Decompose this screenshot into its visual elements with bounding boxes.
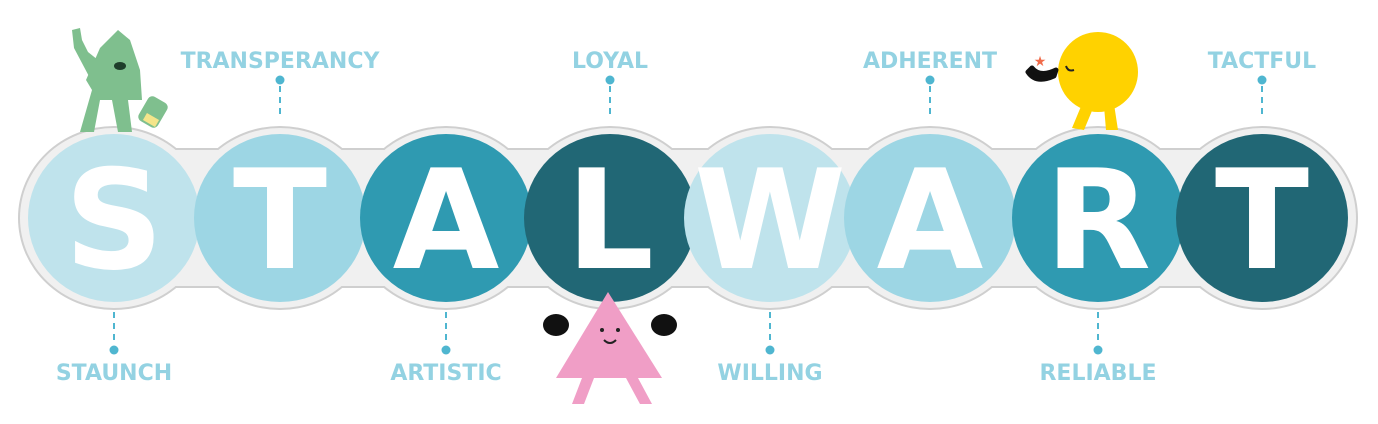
connector-dot [1257,75,1267,85]
connector-dot [605,75,615,85]
letter-glyph: A [877,140,984,301]
yellow-circle-character-icon: ★ [1025,32,1138,130]
connector-dot [275,75,285,85]
letter-circle-fill [524,134,696,302]
label-staunch: STAUNCH [56,312,172,386]
connector-dot [765,345,775,355]
letter-circle-fill [844,134,1016,302]
trait-label: ARTISTIC [390,361,501,386]
label-loyal: LOYAL [572,49,648,118]
trait-label: STAUNCH [56,361,172,386]
letter-circle-a: A [360,134,532,302]
pink-triangle-character-icon [543,292,677,404]
letter-glyph: R [1045,140,1151,301]
trait-label: ADHERENT [863,49,997,74]
label-transperancy: TRANSPERANCY [181,49,381,118]
letter-glyph: W [694,140,846,301]
trait-label: WILLING [717,361,822,386]
label-adherent: ADHERENT [863,49,997,118]
label-reliable: RELIABLE [1039,312,1157,386]
letter-circle-s: S [28,134,200,302]
label-willing: WILLING [717,312,823,386]
letter-circle-fill [28,134,200,302]
letter-circle-fill [1176,134,1348,302]
letter-circle-fill [684,134,856,302]
letter-glyph: L [566,140,654,301]
letter-glyph: A [393,140,500,301]
trait-label: TACTFUL [1208,49,1316,74]
letter-circle-fill [1012,134,1184,302]
letter-circle-fill [194,134,366,302]
connector-dot [109,345,119,355]
connector-dot [925,75,935,85]
connector-dot [1093,345,1103,355]
trait-label: LOYAL [572,49,648,74]
connector-dot [441,345,451,355]
letter-glyph: T [233,140,327,301]
letter-circle-fill [360,134,532,302]
label-artistic: ARTISTIC [390,312,502,386]
letter-circle-a: A [844,134,1016,302]
letter-circle-t: T [1176,134,1348,302]
trait-label: RELIABLE [1039,361,1156,386]
letter-circle-r: R [1012,134,1184,302]
letter-circle-l: L [524,134,696,302]
letter-circle-t: T [194,134,366,302]
label-tactful: TACTFUL [1208,49,1316,118]
letter-glyph: S [64,140,163,301]
letter-circle-w: W [684,134,856,302]
trait-label: TRANSPERANCY [181,49,381,74]
green-thumbs-up-character-icon [72,28,168,132]
svg-text:★: ★ [1034,54,1047,70]
letter-glyph: T [1215,140,1309,301]
